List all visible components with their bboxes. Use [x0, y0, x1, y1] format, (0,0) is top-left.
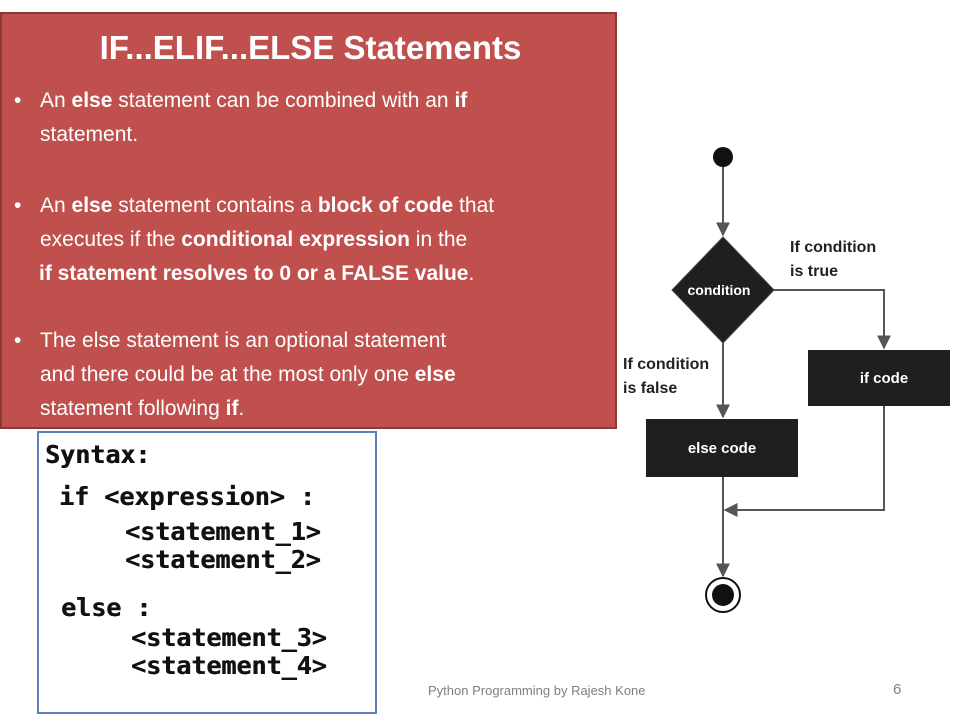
bullet-line: statement.	[40, 118, 138, 152]
bullet-line: An else statement contains a block of co…	[40, 189, 494, 223]
bullet-line: An else statement can be combined with a…	[40, 84, 467, 118]
bullet-emphasis: if	[454, 89, 468, 112]
bullet-text: statement can be combined with an	[112, 89, 455, 112]
syntax-statement-1: <statement_1>	[125, 517, 321, 546]
true-label-line-2: is true	[790, 263, 838, 280]
start-node-icon	[713, 147, 733, 167]
bullet-emphasis: block of code	[317, 194, 454, 217]
syntax-statement-2: <statement_2>	[125, 545, 321, 574]
bullet-line: if statement resolves to 0 or a FALSE va…	[39, 257, 474, 291]
bullet-text: executes if the	[40, 228, 182, 251]
syntax-statement-3: <statement_3>	[131, 623, 327, 652]
syntax-heading: Syntax:	[45, 440, 151, 469]
bullet-line: executes if the conditional expression i…	[40, 223, 467, 257]
bullet-text: statement contains a	[112, 194, 318, 217]
condition-label: condition	[688, 282, 751, 298]
bullet-text: statement following	[40, 397, 226, 420]
bullet-text: in the	[409, 228, 468, 251]
bullet-text: An	[40, 194, 72, 217]
bullet-emphasis: else	[71, 89, 113, 112]
bullet-text: An	[40, 89, 72, 112]
bullet-emphasis: else	[414, 363, 456, 386]
if-else-flowchart: condition If condition is true if code I…	[623, 147, 950, 613]
bullet-text: .	[238, 397, 245, 420]
syntax-else-line: else :	[61, 593, 152, 622]
bullet-line: and there could be at the most only one …	[40, 358, 456, 392]
bullet-text: that	[453, 194, 495, 217]
syntax-code-box: Syntax: if <expression> : <statement_1> …	[37, 431, 377, 714]
bullet-emphasis: else	[71, 194, 113, 217]
bullet-dot-icon: •	[14, 194, 22, 217]
if-merge-connector	[723, 406, 885, 517]
bullet-text: statement.	[40, 123, 139, 146]
bullet-line: statement following if.	[40, 392, 244, 426]
bullet-dot-icon: •	[14, 89, 22, 112]
syntax-if-line: if <expression> :	[59, 482, 315, 511]
content-panel: IF...ELIF...ELSE Statements • An else sta…	[0, 12, 617, 429]
false-label-line-2: is false	[623, 380, 677, 397]
bullet-line: The else statement is an optional statem…	[40, 324, 446, 358]
bullet-emphasis: if	[225, 397, 239, 420]
else-code-box	[646, 419, 798, 477]
bullet-emphasis: if statement resolves to 0 or a FALSE va…	[39, 262, 469, 285]
end-node-inner-icon	[712, 584, 734, 606]
bullet-text: .	[468, 262, 475, 285]
true-connector	[774, 289, 891, 350]
bullet-text: and there could be at the most only one	[40, 363, 415, 386]
bullet-text: The else statement is an optional statem…	[40, 329, 447, 352]
true-label-line-1: If condition	[790, 239, 876, 256]
syntax-statement-4: <statement_4>	[131, 651, 327, 680]
bullet-emphasis: conditional expression	[181, 228, 410, 251]
page-number: 6	[893, 681, 902, 698]
if-code-box	[808, 350, 950, 406]
footer-credit: Python Programming by Rajesh Kone	[428, 683, 646, 698]
else-code-label: else code	[688, 440, 756, 457]
bullet-dot-icon: •	[14, 329, 22, 352]
if-code-label: if code	[860, 370, 908, 387]
false-label-line-1: If condition	[623, 356, 709, 373]
slide-title: IF...ELIF...ELSE Statements	[99, 29, 522, 66]
